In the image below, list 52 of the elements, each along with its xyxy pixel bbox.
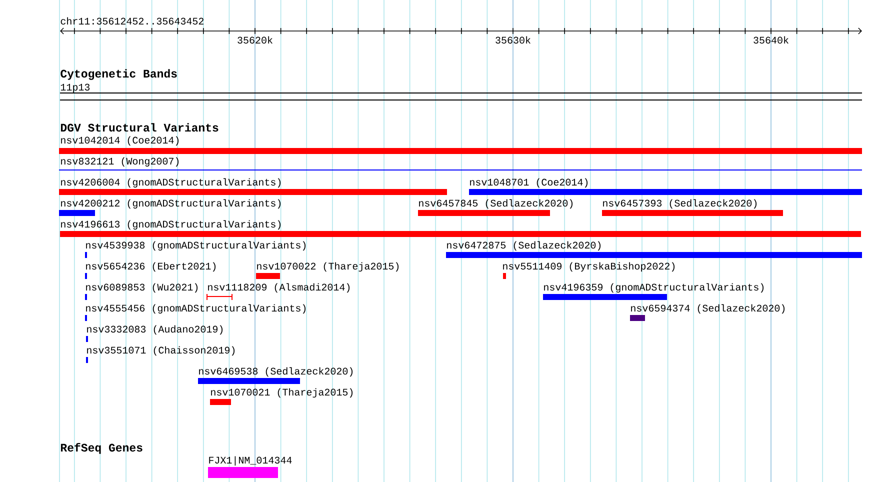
track-title: Cytogenetic Bands — [60, 69, 177, 80]
variant-feature: nsv3332083 (Audano2019) — [86, 325, 223, 342]
node-label: nsv1070022 (Thareja2015) — [257, 262, 399, 272]
node-label: nsv4200212 (gnomADStructuralVariants) — [61, 199, 281, 209]
node-label: nsv6457393 (Sedlazeck2020) — [603, 199, 757, 209]
node-label: nsv5654236 (Ebert2021) — [86, 262, 216, 272]
variant-feature: nsv5511409 (ByrskaBishop2022) — [503, 262, 675, 279]
node-label: nsv3332083 (Audano2019) — [87, 325, 223, 335]
variant-feature: nsv1048701 (Coe2014) — [469, 178, 862, 195]
node-label: nsv4196359 (gnomADStructuralVariants) — [544, 283, 764, 293]
tick-label: 35630k — [496, 36, 530, 44]
node-label: nsv6089853 (Wu2021) — [86, 283, 198, 293]
band-label: 11p13 — [60, 84, 90, 93]
node-label: nsv6457845 (Sedlazeck2020) — [419, 199, 573, 209]
variant-feature: nsv6457393 (Sedlazeck2020) — [602, 199, 783, 216]
node-label: nsv4555456 (gnomADStructuralVariants) — [86, 304, 306, 314]
track-title: DGV Structural Variants — [60, 123, 218, 132]
node-label: nsv3551071 (Chaisson2019) — [87, 346, 235, 356]
variant-feature: nsv1070021 (Thareja2015) — [210, 388, 353, 405]
variant-feature: nsv6089853 (Wu2021) — [85, 283, 198, 300]
variant-feature: nsv6594374 (Sedlazeck2020) — [630, 304, 785, 321]
node-label: nsv6472875 (Sedlazeck2020) — [447, 241, 601, 251]
variant-feature: nsv6472875 (Sedlazeck2020) — [446, 241, 862, 258]
tick-label: 35620k — [238, 36, 272, 44]
node-label: nsv5511409 (ByrskaBishop2022) — [503, 262, 675, 272]
node-label: nsv1042014 (Coe2014) — [61, 136, 179, 146]
variant-feature: nsv6457845 (Sedlazeck2020) — [418, 199, 573, 216]
variant-feature: nsv1070022 (Thareja2015) — [256, 262, 399, 279]
node-label: nsv1048701 (Coe2014) — [470, 178, 588, 188]
track-title: RefSeq Genes — [60, 443, 142, 454]
variant-feature: nsv4196359 (gnomADStructuralVariants) — [543, 283, 764, 300]
node-label: nsv6469538 (Sedlazeck2020) — [199, 367, 353, 377]
variant-feature: nsv3551071 (Chaisson2019) — [86, 346, 235, 363]
node-label: nsv1070021 (Thareja2015) — [211, 388, 353, 398]
variant-feature: FJX1|NM_014344 — [208, 456, 292, 478]
node-label: nsv4196613 (gnomADStructuralVariants) — [61, 220, 281, 230]
variant-feature: nsv4555456 (gnomADStructuralVariants) — [85, 304, 306, 321]
node-label: nsv6594374 (Sedlazeck2020) — [631, 304, 785, 314]
variant-feature: nsv1042014 (Coe2014) — [59, 136, 862, 154]
variant-feature: nsv1118209 (Alsmadi2014) — [206, 283, 350, 300]
variant-feature: nsv4196613 (gnomADStructuralVariants) — [60, 220, 861, 237]
variant-feature: nsv832121 (Wong2007) — [58, 157, 862, 170]
node-label: nsv4206004 (gnomADStructuralVariants) — [61, 178, 281, 188]
variant-feature: nsv4206004 (gnomADStructuralVariants) — [59, 178, 447, 195]
node-label: nsv4539938 (gnomADStructuralVariants) — [86, 241, 306, 251]
variant-feature: nsv4200212 (gnomADStructuralVariants) — [59, 199, 281, 216]
tick-label: 35640k — [754, 36, 788, 44]
axis-label: chr11:35612452..35643452 — [60, 17, 204, 25]
variant-feature: nsv4539938 (gnomADStructuralVariants) — [85, 241, 306, 258]
variant-feature: nsv6469538 (Sedlazeck2020) — [198, 367, 353, 384]
variant-feature: nsv5654236 (Ebert2021) — [85, 262, 216, 279]
node-label: FJX1|NM_014344 — [209, 456, 292, 466]
